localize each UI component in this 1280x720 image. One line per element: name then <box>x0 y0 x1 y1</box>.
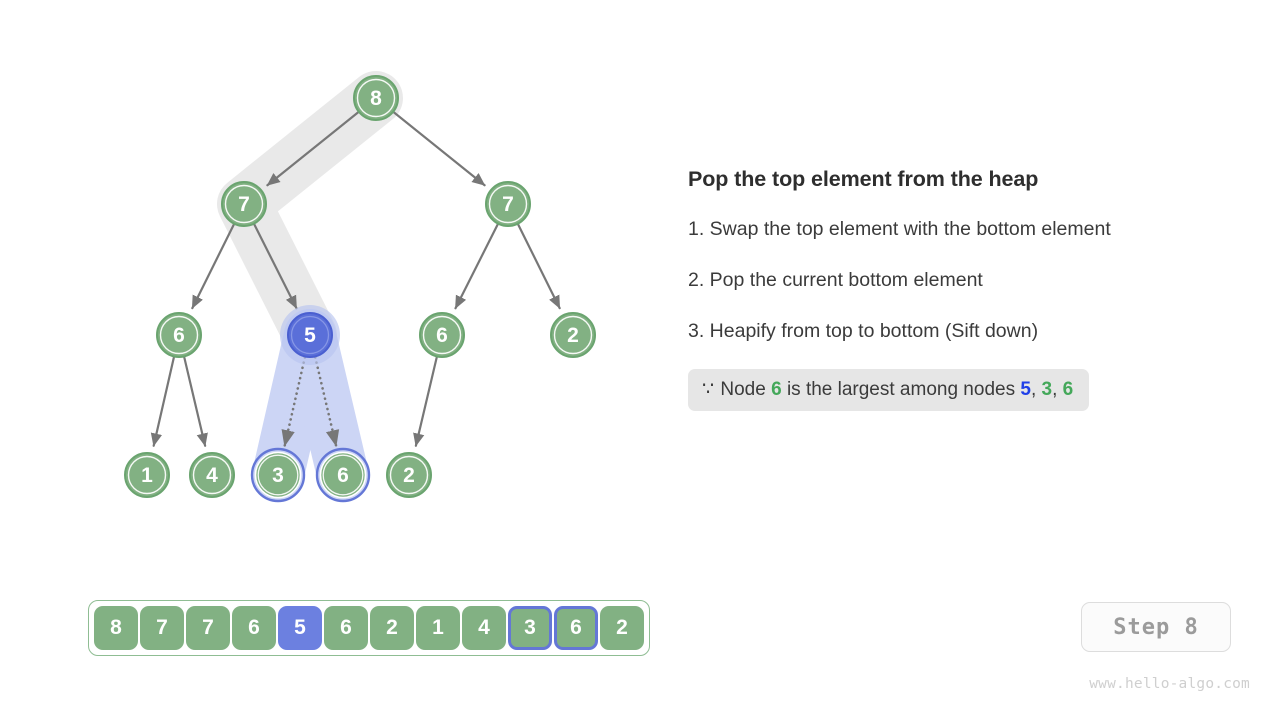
tree-edge-n4-n10 <box>313 356 340 448</box>
array-cell-11[interactable]: 2 <box>600 606 644 650</box>
tree-node-7-n2[interactable]: 7 <box>485 181 531 227</box>
tree-node-2-n6[interactable]: 2 <box>550 312 596 358</box>
page-title: Pop the top element from the heap <box>688 167 1039 191</box>
tree-node-7-n1[interactable]: 7 <box>221 181 267 227</box>
tree-node-1-n7[interactable]: 1 <box>124 452 170 498</box>
array-cell-9[interactable]: 3 <box>508 606 552 650</box>
tree-edges <box>150 111 561 448</box>
explanation-panel: Pop the top element from the heap 1. Swa… <box>688 160 1228 411</box>
reason-candidate-1: 3 <box>1041 379 1053 400</box>
watermark: www.hello-algo.com <box>1089 676 1250 692</box>
instruction-step-3: 3. Heapify from top to bottom (Sift down… <box>688 320 1039 342</box>
tree-edge-n4-n9 <box>281 356 307 448</box>
tree-edge-n2-n5 <box>454 223 499 310</box>
step-badge: Step 8 <box>1081 602 1231 652</box>
tree-edge-n1-n3 <box>191 223 235 310</box>
reason-candidate-0: 5 <box>1020 379 1031 400</box>
array-cell-2[interactable]: 7 <box>186 606 230 650</box>
array-cell-3[interactable]: 6 <box>232 606 276 650</box>
reason-callout: ∵ Node 6 is the largest among nodes 5, 3… <box>688 369 1090 411</box>
array-cell-1[interactable]: 7 <box>140 606 184 650</box>
reason-candidate-2: 6 <box>1062 379 1074 400</box>
tree-node-6-n10[interactable]: 6 <box>315 447 371 503</box>
tree-node-4-n8[interactable]: 4 <box>189 452 235 498</box>
gray-traversal-path <box>217 71 403 362</box>
reason-sep-1: , <box>1052 379 1063 400</box>
reason-sep-0: , <box>1030 379 1042 400</box>
reason-middle: is the largest among nodes <box>786 379 1016 400</box>
tree-edge-n3-n7 <box>150 356 175 447</box>
array-cell-10[interactable]: 6 <box>554 606 598 650</box>
array-cell-4[interactable]: 5 <box>278 606 322 650</box>
array-cell-0[interactable]: 8 <box>94 606 138 650</box>
array-cell-5[interactable]: 6 <box>324 606 368 650</box>
reason-prefix: Node <box>720 379 766 400</box>
tree-node-2-n11[interactable]: 2 <box>386 452 432 498</box>
array-cell-6[interactable]: 2 <box>370 606 414 650</box>
gray-path-stroke <box>217 71 403 362</box>
array-cell-8[interactable]: 4 <box>462 606 506 650</box>
array-cell-7[interactable]: 1 <box>416 606 460 650</box>
tree-edge-n2-n6 <box>517 223 561 310</box>
tree-edge-n5-n11 <box>413 356 438 447</box>
because-symbol: ∵ <box>702 379 716 400</box>
tree-edge-n0-n2 <box>392 111 486 187</box>
tree-node-3-n9[interactable]: 3 <box>250 447 306 503</box>
tree-node-6-n5[interactable]: 6 <box>419 312 465 358</box>
tree-node-8-n0[interactable]: 8 <box>353 75 399 121</box>
instruction-step-2: 2. Pop the current bottom element <box>688 269 983 291</box>
tree-edge-n0-n1 <box>266 111 360 187</box>
tree-edge-n3-n8 <box>183 356 208 447</box>
tree-node-6-n3[interactable]: 6 <box>156 312 202 358</box>
reason-node-value: 6 <box>771 379 782 400</box>
tree-node-5-n4[interactable]: 5 <box>280 305 340 365</box>
tree-edge-n1-n4 <box>253 223 298 310</box>
instruction-step-1: 1. Swap the top element with the bottom … <box>688 218 1111 240</box>
